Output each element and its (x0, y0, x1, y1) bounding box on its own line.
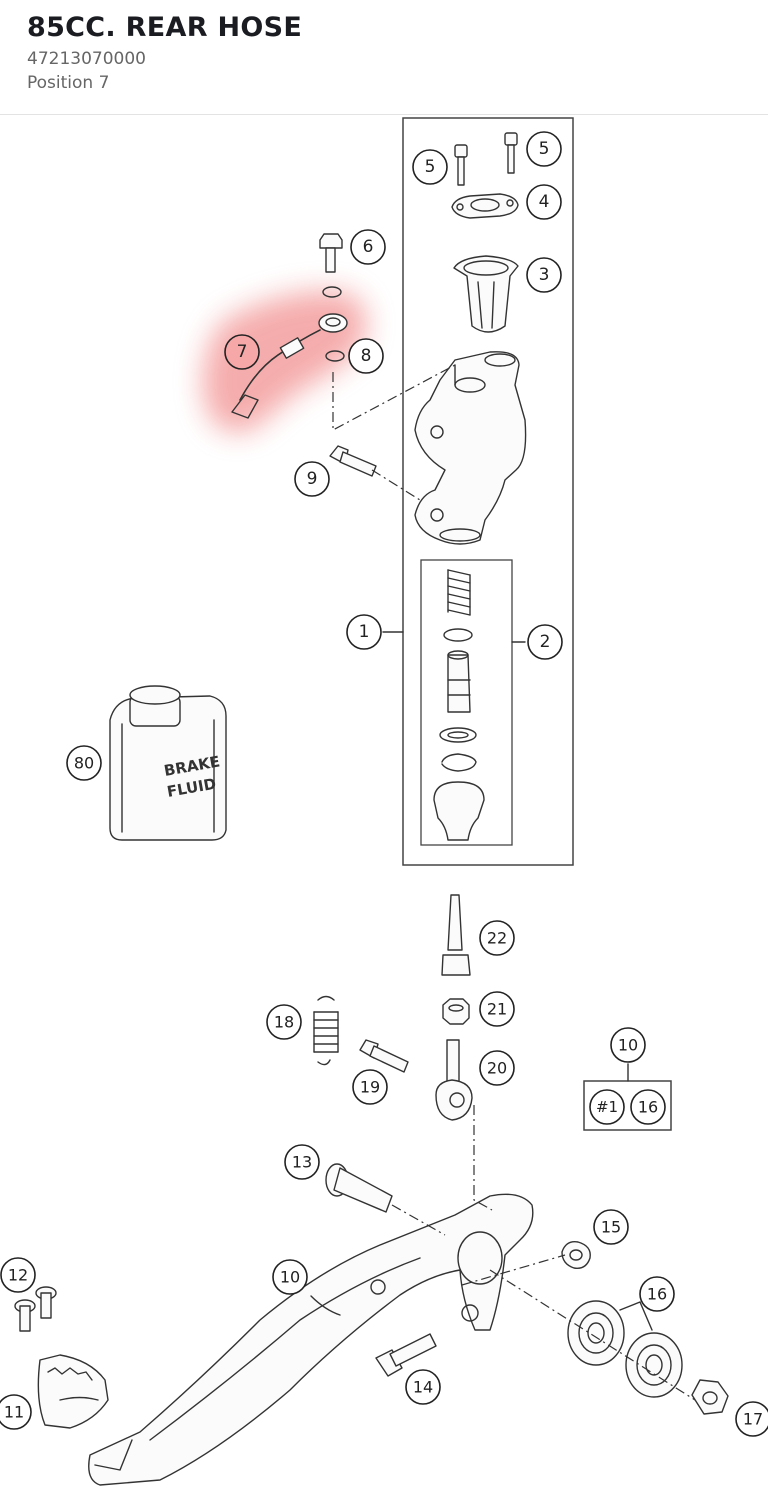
callout-16-set[interactable]: 16 (630, 1089, 666, 1125)
part-header: 85CC. REAR HOSE 47213070000 Position 7 (0, 0, 768, 115)
callout-20[interactable]: 20 (479, 1050, 515, 1086)
master-cylinder-body[interactable] (414, 351, 527, 545)
callout-5-left[interactable]: 5 (412, 149, 448, 185)
svg-text:19: 19 (360, 1078, 380, 1097)
callout-10-pedal[interactable]: 10 (272, 1259, 308, 1295)
svg-text:22: 22 (487, 929, 507, 948)
callout-22[interactable]: 22 (479, 920, 515, 956)
callout-4[interactable]: 4 (526, 184, 562, 220)
callout-11[interactable]: 11 (0, 1394, 32, 1430)
callout-6[interactable]: 6 (350, 229, 386, 265)
exploded-parts-diagram: BRAKE FLUID (0, 117, 768, 1486)
svg-text:9: 9 (307, 469, 318, 489)
cover-part-4[interactable] (451, 193, 519, 219)
bushing-part-15[interactable] (561, 1241, 591, 1269)
brake-hose-part-7[interactable] (231, 313, 348, 419)
assembly-box (402, 117, 574, 866)
svg-text:10: 10 (618, 1036, 638, 1055)
svg-text:7: 7 (237, 342, 248, 362)
svg-text:14: 14 (413, 1378, 433, 1397)
svg-text:13: 13 (292, 1153, 312, 1172)
repair-kit-box (420, 559, 513, 846)
svg-text:15: 15 (601, 1218, 621, 1237)
svg-text:#1: #1 (596, 1098, 618, 1116)
spring-part[interactable] (447, 569, 471, 616)
leader-lines (310, 631, 653, 1331)
part-number: 47213070000 (27, 49, 146, 69)
bearing-part-16b[interactable] (625, 1332, 683, 1398)
callout-13[interactable]: 13 (284, 1144, 320, 1180)
seal-ring-b[interactable] (439, 727, 477, 743)
svg-text:18: 18 (274, 1013, 294, 1032)
page-title: 85CC. REAR HOSE (27, 12, 303, 43)
callout-2[interactable]: 2 (527, 624, 563, 660)
svg-text:21: 21 (487, 1000, 507, 1019)
svg-text:11: 11 (4, 1403, 24, 1422)
banjo-bolt-part-6[interactable] (319, 233, 343, 273)
callout-hash1[interactable]: #1 (589, 1089, 625, 1125)
callout-15[interactable]: 15 (593, 1209, 629, 1245)
svg-text:8: 8 (361, 346, 372, 366)
svg-text:17: 17 (743, 1410, 763, 1429)
svg-text:3: 3 (539, 265, 550, 285)
callout-16[interactable]: 16 (639, 1276, 675, 1312)
svg-text:5: 5 (425, 157, 436, 177)
seal-ring-a[interactable] (443, 628, 473, 642)
piston-part[interactable] (447, 650, 471, 713)
callout-80[interactable]: 80 (66, 745, 102, 781)
callout-18[interactable]: 18 (266, 1004, 302, 1040)
pedal-tip-part-11[interactable] (37, 1354, 109, 1429)
washer-part-8[interactable] (322, 286, 345, 362)
spring-part-18[interactable] (313, 995, 339, 1066)
bleeder-part-22[interactable] (441, 894, 471, 976)
bolt-part-14[interactable] (375, 1333, 437, 1377)
pivot-bolt-part-13[interactable] (325, 1163, 393, 1213)
screw-part-5b[interactable] (504, 132, 518, 174)
callout-7[interactable]: 7 (224, 334, 260, 370)
callout-19[interactable]: 19 (352, 1069, 388, 1105)
svg-text:12: 12 (8, 1266, 28, 1285)
callout-3[interactable]: 3 (526, 257, 562, 293)
bolt-part-9[interactable] (329, 445, 377, 477)
callout-12[interactable]: 12 (0, 1257, 36, 1293)
svg-text:5: 5 (539, 139, 550, 159)
bearing-part-16a[interactable] (567, 1300, 625, 1366)
svg-text:6: 6 (363, 237, 374, 257)
svg-text:10: 10 (280, 1268, 300, 1287)
screw-part-5a[interactable] (454, 144, 468, 186)
svg-text:20: 20 (487, 1059, 507, 1078)
brake-pedal-part-10[interactable] (88, 1193, 534, 1486)
part-position: Position 7 (27, 73, 110, 93)
callout-17[interactable]: 17 (735, 1401, 768, 1437)
screws-part-12[interactable] (14, 1286, 57, 1332)
callout-10-set[interactable]: 10 (610, 1027, 646, 1063)
callout-9[interactable]: 9 (294, 461, 330, 497)
circlip-part[interactable] (441, 753, 477, 772)
nut-part-17[interactable] (691, 1379, 729, 1415)
svg-text:4: 4 (539, 192, 550, 212)
brake-fluid-bottle[interactable]: BRAKE FLUID (109, 685, 227, 841)
reservoir-part-3[interactable] (453, 255, 519, 333)
boot-part[interactable] (433, 781, 485, 841)
svg-text:80: 80 (74, 754, 94, 773)
clevis-part-20[interactable] (435, 1039, 473, 1121)
svg-text:2: 2 (540, 632, 551, 652)
pin-part-19[interactable] (359, 1039, 409, 1073)
nut-part-21[interactable] (442, 998, 470, 1025)
assembly-dash-lines (332, 364, 696, 1401)
callout-8[interactable]: 8 (348, 338, 384, 374)
callout-21[interactable]: 21 (479, 991, 515, 1027)
callout-14[interactable]: 14 (405, 1369, 441, 1405)
callout-5-right[interactable]: 5 (526, 131, 562, 167)
callout-1[interactable]: 1 (346, 614, 382, 650)
svg-text:16: 16 (647, 1285, 667, 1304)
svg-text:16: 16 (638, 1098, 658, 1117)
svg-text:1: 1 (359, 622, 370, 642)
